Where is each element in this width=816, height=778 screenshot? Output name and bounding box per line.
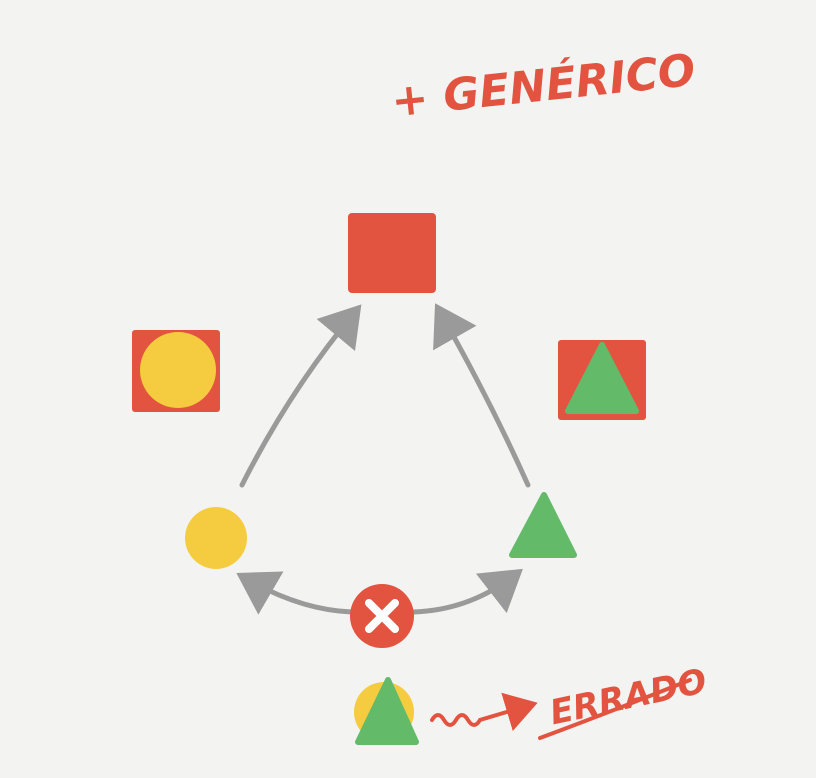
yellow-circle-icon [185, 507, 247, 569]
top-red-square-icon [348, 213, 436, 293]
squiggle-arrow [430, 692, 538, 732]
right-combo-icon [558, 340, 646, 420]
x-circle-icon [350, 584, 414, 648]
triangle-over-circle-icon [354, 677, 419, 745]
generic-label: + GENÉRICO [389, 43, 698, 128]
wrong-underline [538, 678, 692, 740]
right-combo-triangle [565, 342, 639, 414]
left-combo-icon [132, 330, 220, 412]
left-combo-circle [140, 332, 216, 408]
arrow-circle-to-square [239, 304, 362, 488]
arrow-x-to-triangle [411, 568, 523, 615]
green-triangle-icon [509, 492, 577, 558]
wrong-label: ERRADO [546, 661, 710, 733]
arrow-triangle-to-square [433, 303, 531, 488]
arrow-x-to-circle [236, 571, 355, 615]
